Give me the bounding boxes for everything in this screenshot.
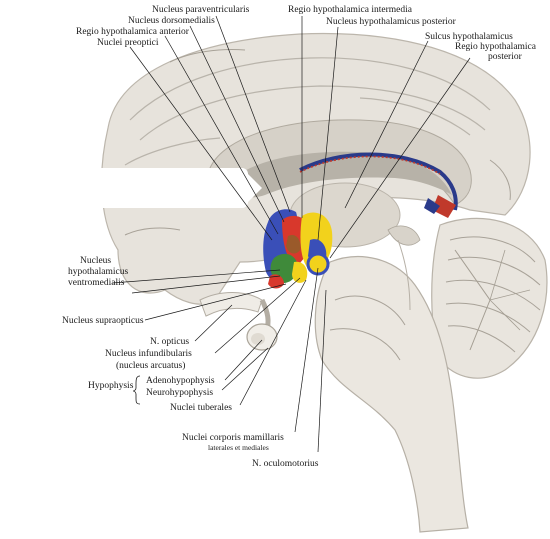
label-nucleus-arcuatus: (nucleus arcuatus): [116, 360, 185, 371]
hypothalamic-nuclei: [263, 209, 333, 289]
label-vmh-3: ventromedialis: [68, 278, 125, 288]
label-regio-hypothalamica-intermedia: Regio hypothalamica intermedia: [288, 5, 413, 15]
labels: Nucleus paraventricularis Nucleus dorsom…: [62, 5, 537, 469]
choroid-vessel: [299, 152, 458, 211]
label-nucleus-dorsomedialis: Nucleus dorsomedialis: [128, 16, 215, 26]
label-regio-hypothalamica-posterior: Regio hypothalamica: [455, 42, 537, 52]
label-nucleus-infundibularis: Nucleus infundibularis: [105, 348, 192, 359]
label-hypophysis: Hypophysis: [88, 381, 134, 391]
label-n-opticus: N. opticus: [150, 337, 189, 347]
label-neurohypophysis: Neurohypophysis: [146, 388, 213, 398]
label-vmh-2: hypothalamicus: [68, 267, 128, 277]
leader-lines: [111, 15, 471, 453]
hypophysis-brace: [132, 375, 141, 405]
label-regio-hypothalamica-anterior: Regio hypothalamica anterior: [76, 27, 190, 37]
label-laterales-et-mediales: laterales et mediales: [208, 443, 269, 452]
label-n-oculomotorius: N. oculomotorius: [252, 459, 319, 469]
label-nuclei-tuberales: Nuclei tuberales: [170, 403, 232, 413]
label-vmh-1: Nucleus: [80, 256, 111, 266]
brain-illustration: [70, 32, 548, 533]
label-regio-hypothalamica-posterior-2: posterior: [488, 52, 523, 62]
mamillary-body: [306, 252, 330, 276]
label-nuclei-corporis-mamillaris: Nuclei corporis mamillaris: [182, 433, 284, 443]
label-nucleus-supraopticus: Nucleus supraopticus: [62, 316, 144, 326]
label-nuclei-preoptici: Nuclei preoptici: [97, 38, 159, 48]
label-adenohypophysis: Adenohypophysis: [146, 376, 215, 386]
label-nucleus-hypothalamicus-posterior: Nucleus hypothalamicus posterior: [326, 17, 457, 27]
label-sulcus-hypothalamicus: Sulcus hypothalamicus: [425, 32, 513, 42]
ventricle: [225, 151, 452, 198]
label-nucleus-paraventricularis: Nucleus paraventricularis: [152, 5, 250, 15]
cerebellum: [431, 217, 548, 379]
brainstem: [314, 256, 469, 533]
callout-box: [70, 168, 248, 208]
